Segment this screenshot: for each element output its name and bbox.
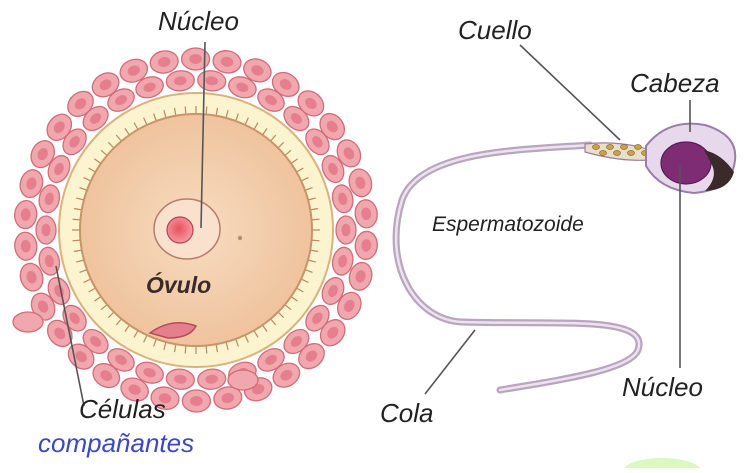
zona-spike: [206, 107, 207, 115]
zona-spike: [185, 107, 186, 115]
cytoplasm-granule: [238, 236, 242, 240]
zona-spike: [312, 219, 320, 220]
mitochondrion: [600, 151, 607, 156]
companion-cell: [182, 390, 210, 412]
sperm-nucleus: [661, 142, 711, 184]
zona-spike: [73, 240, 81, 241]
companion-cell: [14, 231, 39, 261]
companion-cell: [165, 69, 195, 92]
corner-blob: [622, 458, 702, 468]
companion-cell: [165, 368, 195, 391]
zona-spike: [312, 240, 320, 241]
neck-leader: [520, 45, 620, 140]
companion-cell: [354, 230, 378, 260]
mitochondrion: [628, 151, 635, 156]
sperm-tail: [396, 145, 639, 390]
companion-cell: [354, 199, 379, 229]
companion-cell: [197, 69, 227, 92]
zona-spike: [73, 219, 81, 220]
companion-cell: [13, 312, 43, 332]
zona-spike: [185, 346, 186, 354]
companion-cells-label-line1: Células: [79, 394, 166, 425]
ovum-label: Óvulo: [146, 272, 211, 299]
ovum-nucleus-label: Núcleo: [158, 6, 239, 37]
neck-label: Cuello: [458, 15, 532, 46]
mitochondrion: [593, 145, 600, 150]
ovum-nucleus: [167, 217, 193, 243]
ovum: [13, 48, 379, 412]
spermatozoon: [396, 124, 735, 390]
zona-spike: [206, 346, 207, 354]
companion-cell: [13, 200, 37, 230]
spermatozoon-label: Espermatozoide: [432, 213, 584, 237]
sperm-tail-core: [396, 145, 639, 390]
companion-cell: [197, 368, 227, 391]
companion-cell: [336, 216, 356, 244]
mitochondrion: [621, 145, 628, 150]
head-label: Cabeza: [630, 68, 720, 99]
tail-label: Cola: [380, 398, 433, 429]
companion-cell: [36, 216, 56, 244]
companion-cell: [228, 370, 258, 390]
tail-leader: [425, 330, 475, 394]
mitochondrion: [635, 145, 642, 150]
companion-cells-label-line2: compañantes: [38, 428, 194, 459]
mitochondrion: [614, 151, 621, 156]
mitochondrion: [607, 145, 614, 150]
sperm-nucleus-label: Núcleo: [622, 372, 703, 403]
